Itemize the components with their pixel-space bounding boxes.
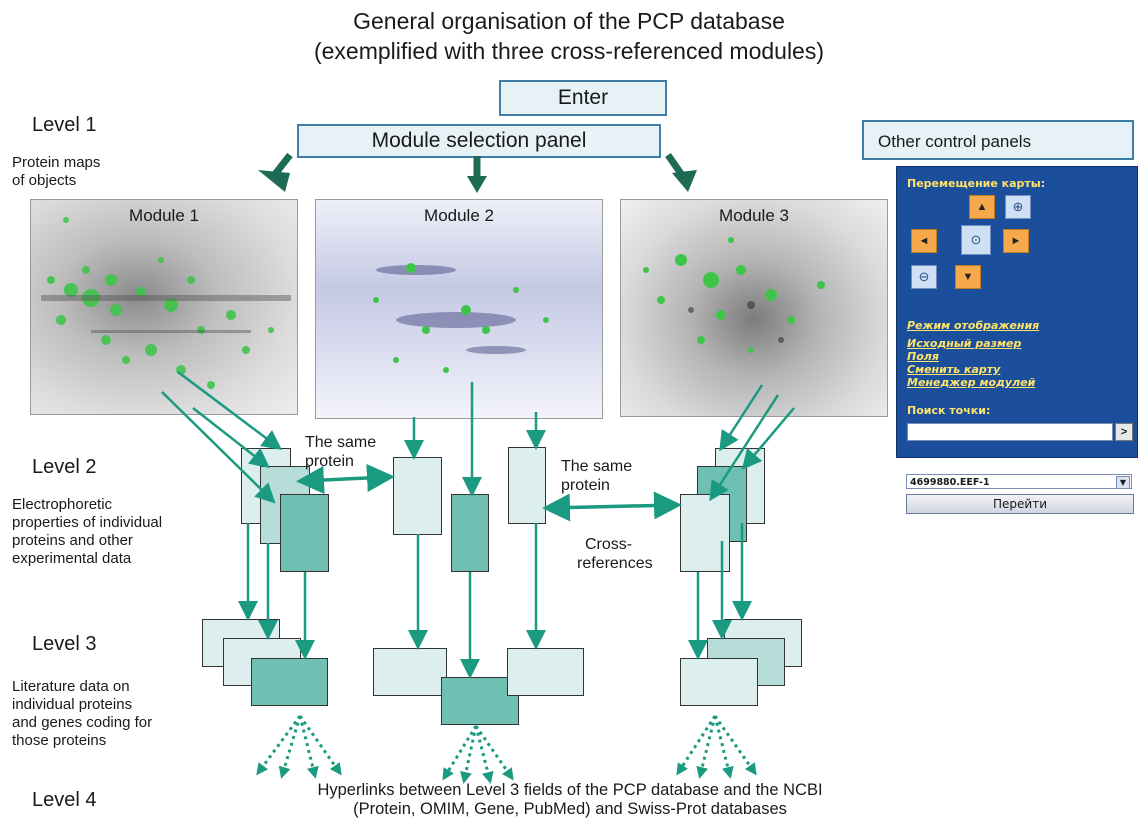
arrow-head [467,176,487,193]
same-protein-right-note: The same protein [561,457,632,495]
hyperlink-arrow [298,715,319,779]
level-4-desc-line: (Protein, OMIM, Gene, PubMed) and Swiss-… [353,800,787,818]
level3-card[interactable] [507,648,584,696]
arrow-to-module-3 [665,153,687,180]
level2-card[interactable] [280,494,329,572]
level-2-desc-line: proteins and other [12,532,133,549]
level-4-desc-line: Hyperlinks between Level 3 fields of the… [317,781,823,799]
arrow-left-icon[interactable]: ◄ [911,229,937,253]
level2-card[interactable] [508,447,546,524]
level-1-label: Level 1 [32,114,97,136]
note-line: references [577,555,653,572]
level3-card[interactable] [680,658,758,706]
hyperlink-arrow [676,715,717,776]
level-4-desc: Hyperlinks between Level 3 fields of the… [250,781,890,819]
level-3-desc: Literature data on individual proteins a… [12,678,152,750]
note-line: protein [561,477,610,494]
map-control-panel: Перемещение карты: ▲ ⊕ ◄ ⊙ ► ⊖ ▼ Режим о… [896,166,1138,458]
go-button[interactable]: Перейти [906,494,1134,514]
arrow-head [672,170,697,192]
level3-card[interactable] [373,648,447,696]
level-4-label: Level 4 [32,789,97,811]
original-size-link[interactable]: Исходный размер [907,337,1022,350]
level-3-desc-line: those proteins [12,732,107,749]
level3-card[interactable] [251,658,328,706]
module-3-spots [643,237,825,353]
level-1-desc: Protein maps of objects [12,154,100,190]
title-line-2: (exemplified with three cross-referenced… [313,38,825,64]
module-1-gel-image[interactable]: Module 1 [30,199,298,415]
hyperlink-arrow [460,725,478,784]
arrow-head [258,170,290,192]
note-line: Cross- [585,536,633,553]
center-zoom-icon[interactable]: ⊙ [961,225,991,255]
other-control-panels-box: Other control panels [862,120,1134,160]
arrow-down-icon[interactable]: ▼ [955,265,981,289]
level-1-desc-line: of objects [12,172,77,189]
level-2-desc-line: experimental data [12,550,132,567]
hyperlink-arrow [442,725,478,781]
level-2-desc: Electrophoretic properties of individual… [12,496,162,568]
arrow-right-icon[interactable]: ► [1003,229,1029,253]
module-manager-link[interactable]: Менеджер модулей [907,376,1036,389]
search-go-button[interactable]: > [1115,423,1133,441]
cross-references-note: Cross- references [577,535,653,573]
zoom-in-icon[interactable]: ⊕ [1005,195,1031,219]
same-protein-arrow-right [542,491,682,522]
hyperlink-arrow [713,715,757,776]
hyperlink-arrow [298,715,342,776]
note-line: The same [561,458,633,475]
module-1-label: Module 1 [129,206,199,225]
level-1-desc-line: Protein maps [12,154,101,171]
module-3-gel-image[interactable]: Module 3 [620,199,888,417]
map-move-header: Перемещение карты: [907,177,1046,190]
hyperlink-arrow [696,715,717,779]
hyperlink-arrow [474,725,514,781]
level3-card[interactable] [441,677,519,725]
hyperlink-arrow [713,715,734,779]
diagram-title: General organisation of the PCP database… [0,6,1138,66]
level2-card[interactable] [451,494,489,572]
level2-card[interactable] [393,457,442,535]
level-3-label: Level 3 [32,633,97,655]
module-3-label: Module 3 [719,206,789,225]
chevron-down-icon[interactable]: ▼ [1116,476,1130,489]
module-selection-arrows [269,152,687,181]
level-3-desc-line: Literature data on [12,678,130,695]
module-select-value: 4699880.EEF-1 [910,477,990,488]
hyperlink-arrow [256,715,302,776]
module-select[interactable]: 4699880.EEF-1 ▼ [906,474,1132,489]
zoom-out-icon[interactable]: ⊖ [911,265,937,289]
point-search-label: Поиск точки: [907,404,991,417]
title-line-1: General organisation of the PCP database [353,8,785,34]
module-selection-panel[interactable]: Module selection panel [297,124,661,158]
level-3-desc-line: and genes coding for [12,714,153,731]
module-2-spots [373,263,549,373]
hyperlink-arrow [474,725,494,784]
module-1-spots [41,217,291,389]
point-search-input[interactable] [907,423,1113,441]
change-map-link[interactable]: Сменить карту [907,363,1001,376]
level-3-desc-line: individual proteins [12,696,133,713]
fields-link[interactable]: Поля [907,350,939,363]
same-protein-left-note: The same protein [305,433,376,471]
display-mode-link[interactable]: Режим отображения [907,319,1040,332]
arrow-to-module-1 [269,152,293,181]
module-2-label: Module 2 [424,206,494,225]
enter-box[interactable]: Enter [499,80,667,116]
hyperlink-arrow [278,715,302,779]
level-2-desc-line: Electrophoretic [12,496,113,513]
note-line: protein [305,453,354,470]
level-2-desc-line: properties of individual [12,514,163,531]
arrow-up-icon[interactable]: ▲ [969,195,995,219]
note-line: The same [305,434,377,451]
level-2-label: Level 2 [32,456,97,478]
same-protein-arrow-left [296,464,395,494]
level2-card[interactable] [680,494,730,572]
module-2-gel-image[interactable]: Module 2 [315,199,603,419]
